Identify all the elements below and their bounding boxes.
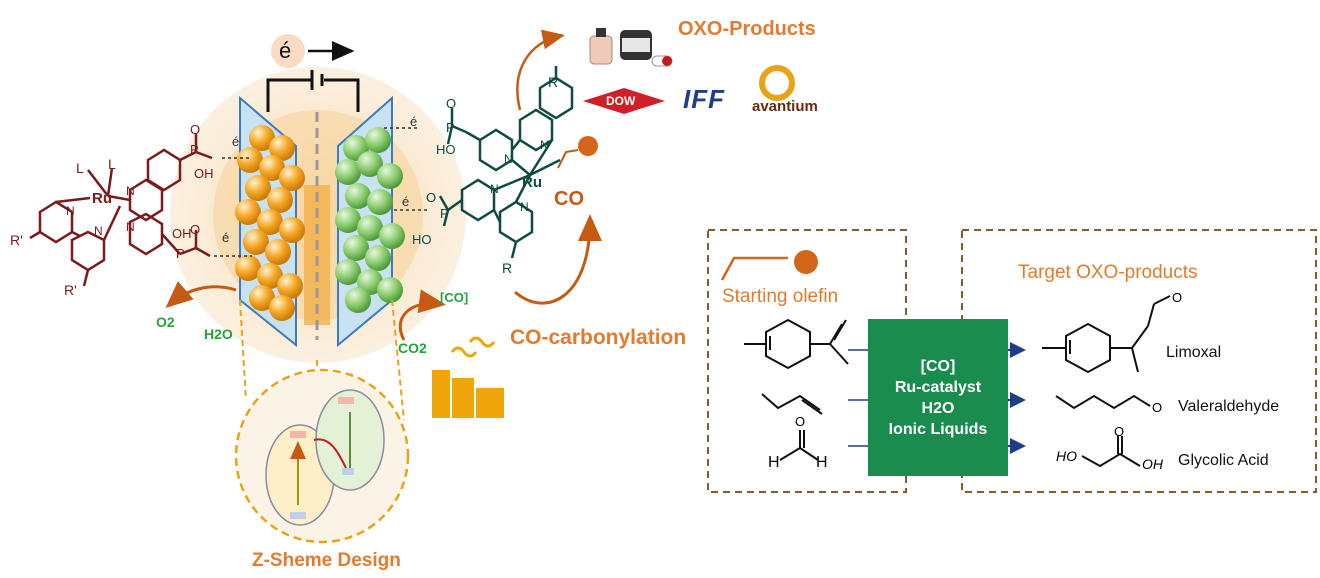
right-p1: P xyxy=(446,120,455,135)
formaldehyde-o: O xyxy=(795,414,806,429)
valeraldehyde-o: O xyxy=(1152,400,1163,415)
cream-jar-icon xyxy=(620,30,652,60)
formaldehyde-h-left: H xyxy=(768,454,780,471)
left-ru-label: Ru xyxy=(92,190,112,207)
butene-structure xyxy=(761,393,823,415)
olefin-ball-box xyxy=(794,250,818,274)
condition-h2o: H2O xyxy=(921,399,955,417)
avantium-logo-mark xyxy=(759,65,795,101)
formaldehyde-h-right: H xyxy=(816,454,828,471)
product-glycolic-acid: Glycolic Acid xyxy=(1178,452,1269,469)
co-bracket-label: [CO] xyxy=(440,290,469,305)
right-e2: é xyxy=(402,194,410,209)
left-p2: P xyxy=(176,246,185,261)
factory-icon xyxy=(432,336,504,418)
left-rprime-1: R' xyxy=(10,232,23,248)
olefin-ball-top xyxy=(578,136,598,156)
electron-label: é xyxy=(279,38,292,63)
z-scheme-label: Z-Sheme Design xyxy=(252,550,401,571)
right-ho2: HO xyxy=(412,232,432,247)
right-o1: O xyxy=(446,96,457,111)
glycolic-acid-structure xyxy=(1081,436,1141,468)
product-limoxal: Limoxal xyxy=(1166,344,1222,361)
left-oh2: OH xyxy=(172,226,192,241)
right-n4: N xyxy=(520,200,529,214)
left-e2: é xyxy=(222,230,230,245)
right-r2: R xyxy=(502,260,513,276)
left-n4: N xyxy=(126,220,135,234)
limoxal-o: O xyxy=(1172,290,1183,305)
glycolic-o: O xyxy=(1114,424,1125,439)
circuit-wire xyxy=(266,78,360,112)
glycolic-oh: OH xyxy=(1142,456,1163,472)
limonene-structure xyxy=(744,318,849,370)
co-label: CO xyxy=(554,188,584,210)
target-products-title: Target OXO-products xyxy=(1018,262,1198,283)
dow-logo xyxy=(583,88,665,114)
left-rprime-2: R' xyxy=(64,282,77,298)
z-scheme-inset xyxy=(234,299,410,544)
formaldehyde-structure xyxy=(779,430,819,461)
left-n2: N xyxy=(94,224,103,238)
product-valeraldehyde: Valeraldehyde xyxy=(1178,398,1280,415)
right-n1: N xyxy=(504,152,513,166)
olefin-glyph-box xyxy=(720,256,788,281)
conditions-box: [CO] Ru-catalyst H2O Ionic Liquids xyxy=(868,319,1008,476)
right-ru-label: Ru xyxy=(522,174,542,191)
right-n3: N xyxy=(490,182,499,196)
left-o1: O xyxy=(190,122,201,137)
arrow-co2 xyxy=(398,289,446,341)
condition-ru-catalyst: Ru-catalyst xyxy=(894,378,982,396)
avantium-logo: avantium xyxy=(752,98,818,115)
condition-co: [CO] xyxy=(920,357,956,375)
pill-icon xyxy=(651,55,673,67)
left-oh1: OH xyxy=(194,166,214,181)
dow-logo-text: DOW xyxy=(606,94,636,108)
glycolic-ho: HO xyxy=(1056,448,1077,464)
electron-bubble xyxy=(271,34,305,68)
green-particles xyxy=(335,127,405,313)
olefin-glyph-top xyxy=(557,149,579,169)
h2o-label: H2O xyxy=(204,326,233,342)
arrow-co-loop xyxy=(514,214,602,305)
left-l2: L xyxy=(108,156,116,172)
co-carbonylation-label: CO-carbonylation xyxy=(510,326,687,349)
iff-logo: IFF xyxy=(683,84,725,114)
right-n2: N xyxy=(540,138,549,152)
right-r1: R xyxy=(548,74,559,90)
right-ru-complex xyxy=(438,66,574,259)
starting-olefin-title: Starting olefin xyxy=(722,286,839,307)
valeraldehyde-structure xyxy=(1055,394,1151,410)
orange-particles xyxy=(235,125,305,321)
co2-label: CO2 xyxy=(398,340,427,356)
left-e1: é xyxy=(232,134,240,149)
left-p1: P xyxy=(190,142,199,157)
o2-label: O2 xyxy=(156,314,175,330)
left-n3: N xyxy=(126,184,135,198)
right-e1: é xyxy=(410,114,418,129)
left-o2: O xyxy=(190,222,201,237)
arrow-to-oxo xyxy=(516,29,565,111)
oxo-products-title: OXO-Products xyxy=(678,18,816,40)
condition-ionic-liquids: Ionic Liquids xyxy=(888,420,988,438)
left-ru-complex xyxy=(29,134,213,287)
left-n1: N xyxy=(66,204,75,218)
right-o2: O xyxy=(426,190,437,205)
arrow-o2 xyxy=(165,281,237,308)
limoxal-structure xyxy=(1042,295,1171,374)
right-p2: P xyxy=(440,206,449,221)
perfume-icon xyxy=(589,28,613,65)
target-products-box xyxy=(961,229,1317,493)
left-l1: L xyxy=(76,160,84,176)
right-ho1: HO xyxy=(436,142,456,157)
